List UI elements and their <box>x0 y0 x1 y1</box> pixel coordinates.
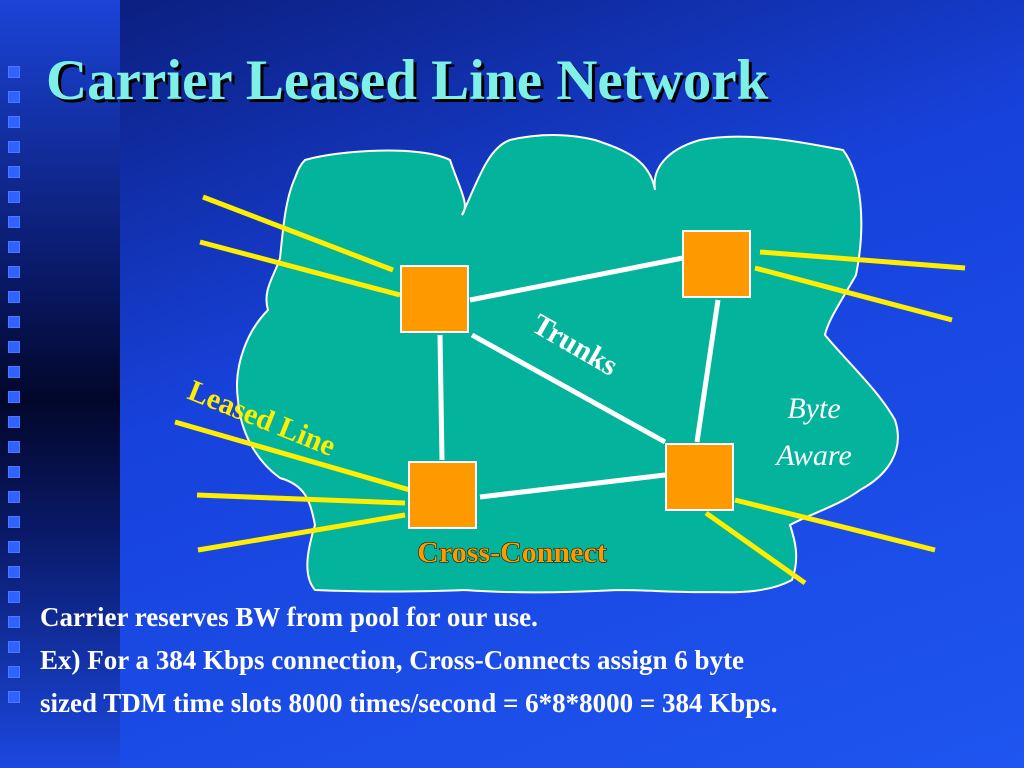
body-line: Carrier reserves BW from pool for our us… <box>40 602 538 632</box>
trunk-lines <box>437 255 721 500</box>
cross-connect-node <box>665 443 734 511</box>
leased-line <box>704 510 807 586</box>
slide-title: Carrier Leased Line Network <box>46 49 769 112</box>
cross-connect-node <box>400 265 469 333</box>
leased-line <box>174 419 411 493</box>
cross-connect-node <box>408 461 477 529</box>
cross-connect-label: Cross-Connect <box>417 536 606 569</box>
leased-line <box>202 194 394 273</box>
cross-connect-node <box>682 230 751 298</box>
leased-lines <box>174 194 966 586</box>
body-line: Ex) For a 384 Kbps connection, Cross-Con… <box>40 645 745 675</box>
carrier-network-cloud <box>236 134 899 594</box>
leased-line <box>759 249 966 271</box>
leased-line <box>754 265 953 323</box>
trunk-line <box>469 255 684 303</box>
slide-body-text: Carrier reserves BW from pool for our us… <box>40 596 1000 725</box>
trunk-line <box>470 332 667 445</box>
byte-aware-label-line2: Aware <box>774 439 852 472</box>
leased-line <box>197 512 406 553</box>
leased-line <box>199 239 401 298</box>
leased-line <box>734 497 936 553</box>
leased-line <box>196 492 406 506</box>
body-line: sized TDM time slots 8000 times/second =… <box>40 688 778 718</box>
trunk-line <box>479 472 666 500</box>
left-decorative-band <box>0 0 120 768</box>
trunk-line <box>694 299 721 443</box>
byte-aware-label-line1: Byte <box>787 392 840 425</box>
trunk-line <box>437 334 445 461</box>
cross-connect-nodes <box>400 230 751 529</box>
decorative-square-column <box>6 66 26 716</box>
